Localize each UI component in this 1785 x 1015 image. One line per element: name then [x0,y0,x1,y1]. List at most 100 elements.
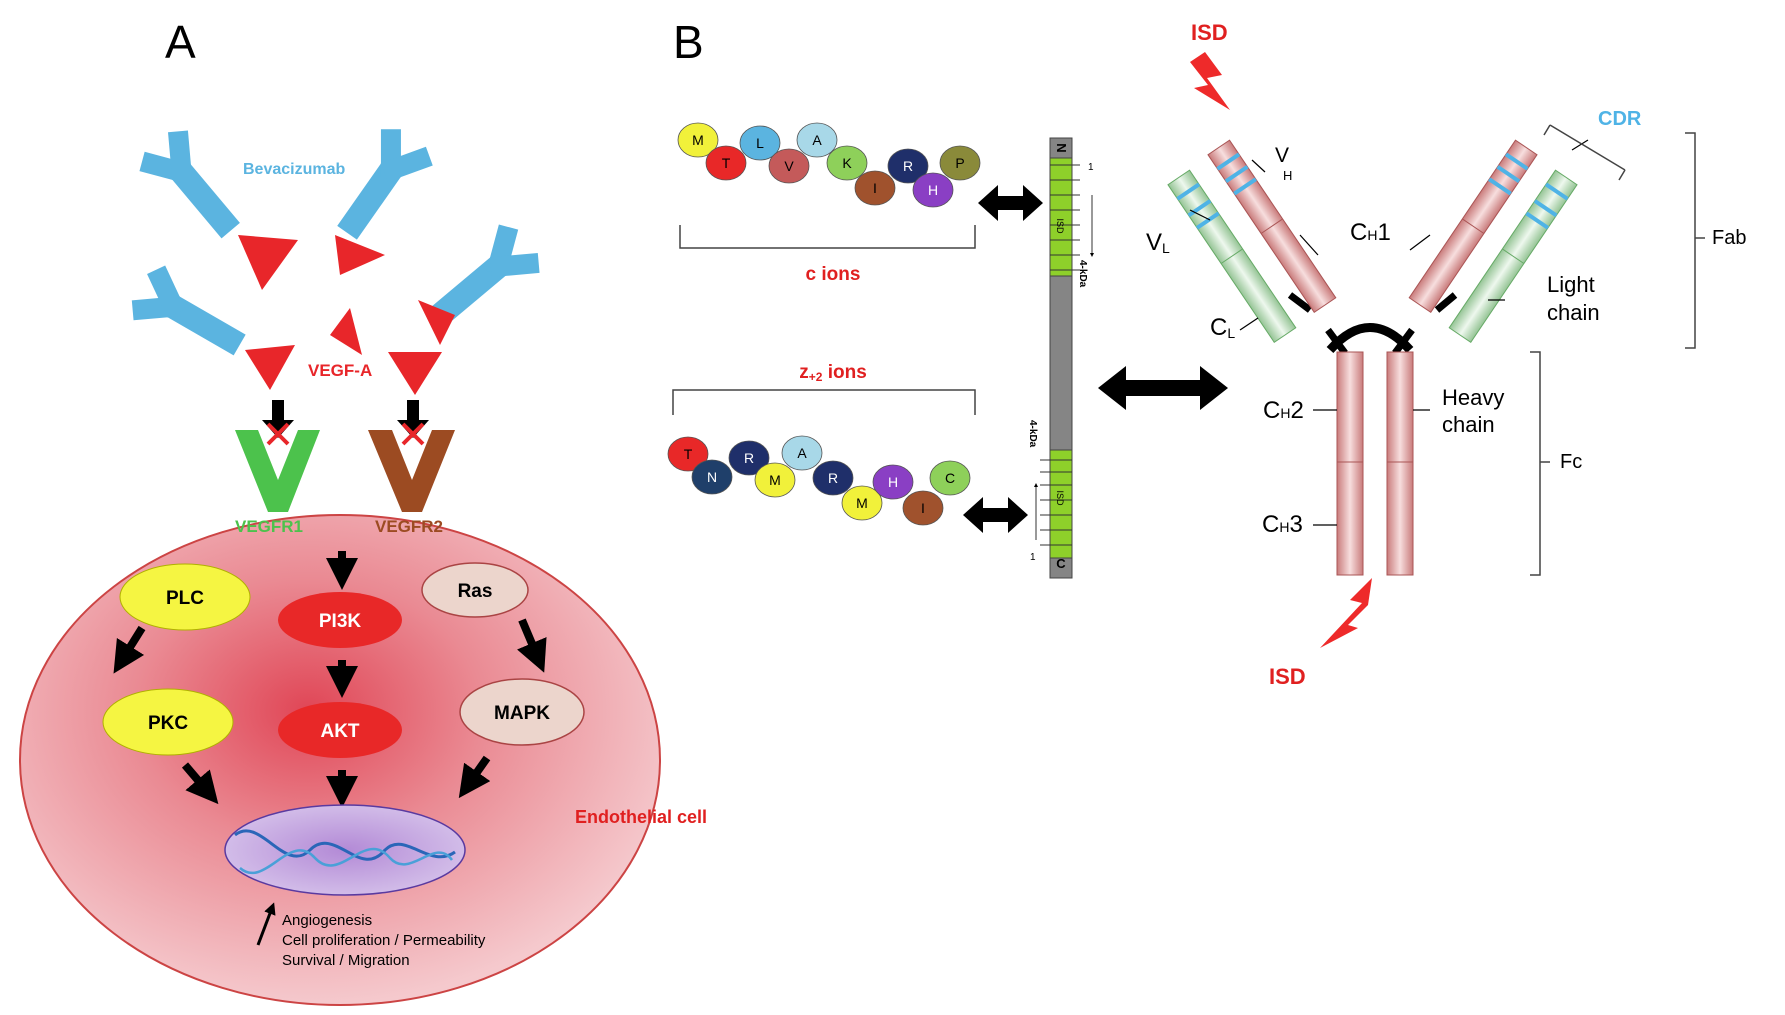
ligand-arrows [262,400,429,438]
cdr-label: CDR [1598,108,1642,130]
strip-one-top: 1 [1088,162,1094,173]
z-ion-residue: N [691,459,733,495]
node-pi3k: PI3K [278,592,402,648]
strip-kda-top: 4-kDa [1077,260,1088,288]
node-ras-label: Ras [458,581,493,602]
z-ion-residue: A [781,435,823,471]
node-mapk-label: MAPK [494,703,550,724]
vl-label: VL [1146,229,1170,256]
heavy-chain-fc-right [1386,351,1414,576]
z-ion-residue: H [872,464,914,500]
fab-bracket [1685,132,1705,349]
z-ion-residue: T [667,436,709,472]
z-ion-residue: C [929,460,971,496]
light-chain-label-1: Light [1547,272,1595,297]
strip-n-term: N [1054,143,1069,152]
ch3-label: CH3 [1262,511,1303,538]
fc-bracket [1530,351,1550,576]
c-ion-residue: V [768,148,810,184]
node-pkc-label: PKC [148,713,188,734]
vegfr1-receptor [235,430,320,512]
c-ion-residue: P [939,145,981,181]
z-ion-residue: M [754,462,796,498]
c-ion-residue-letter: A [812,132,822,148]
c-ion-residue: L [739,125,781,161]
z-ions-label: z+2 ions [799,362,867,384]
c-ion-residue-letter: T [722,155,731,171]
endothelial-cell [19,514,661,1006]
pathway-arrows [113,551,547,808]
c-ion-residue-letter: L [756,135,764,151]
strip-one-bottom: 1 [1030,552,1036,563]
isd-bottom-label: ISD [1269,664,1306,689]
node-akt-label: AKT [320,721,359,742]
z-ion-residue-letter: M [856,495,868,511]
heavy-chain-label-1: Heavy [1442,385,1504,410]
isd-bolt-top [1190,52,1230,110]
c-ion-residue-letter: M [692,132,704,148]
z-ion-residue: R [728,440,770,476]
node-pkc: PKC [102,688,234,756]
c-ion-residue-letter: H [928,182,938,198]
strip-isd-top: ISD [1055,218,1065,234]
fc-label: Fc [1560,451,1582,473]
node-plc: PLC [119,563,251,631]
node-plc-label: PLC [166,588,204,609]
strip-kda-bottom: 4-kDa [1027,420,1038,448]
c-ion-residue: A [796,122,838,158]
z-ion-residue-letter: M [769,472,781,488]
z-ion-residue: M [841,485,883,521]
c-ion-residue-letter: V [784,158,794,174]
node-ras: Ras [421,562,529,618]
c-ion-residue: R [887,148,929,184]
z-ions-bracket [672,389,976,415]
c-ions-label: c ions [806,264,861,285]
ch2-label: CH2 [1263,397,1304,424]
z-ion-residue-letter: R [828,470,838,486]
cell-label: Endothelial cell [575,807,707,827]
dna-helix [234,829,456,861]
bevacizumab-antibodies [131,129,540,356]
strip-isd-bottom: ISD [1055,490,1065,506]
heavy-chain-fc-left [1336,351,1364,576]
c-ion-residue: H [912,172,954,208]
c-ion-residue-letter: K [842,155,852,171]
ch1-label: CH1 [1350,219,1391,246]
vegf-a-triangles [238,235,455,395]
node-mapk: MAPK [459,678,585,746]
c-ion-residue: K [826,145,868,181]
bevacizumab-label: Bevacizumab [243,161,345,178]
z-ion-residue: I [902,490,944,526]
block-x-marks [266,422,425,446]
isd-bolt-bottom [1320,578,1372,648]
node-pi3k-label: PI3K [319,611,362,632]
vegf-a-label: VEGF-A [308,361,372,380]
double-arrows [963,185,1228,533]
c-ion-residue-letter: I [873,180,877,196]
z-ion-residue-letter: R [744,450,754,466]
z-ion-residue-letter: I [921,500,925,516]
outcome-arrow [256,902,276,946]
panel-a-label: A [165,16,196,68]
c-ion-residue: T [705,145,747,181]
z-ion-residue: R [812,460,854,496]
c-ion-residue-letter: P [955,155,964,171]
vegfr2-receptor [368,430,455,512]
outcome-1: Angiogenesis [282,912,372,929]
sequence-strip: N C ISD ISD 4-kDa 4-kDa 1 1 [1027,137,1094,579]
z-ion-residue-letter: T [684,446,693,462]
node-akt: AKT [278,702,402,758]
heavy-chain-label-2: chain [1442,412,1495,437]
c-ion-residue-letter: R [903,158,913,174]
fab-label: Fab [1712,227,1746,249]
c-ions-bracket [679,225,976,249]
cdr-bracket [1549,124,1626,171]
c-ion-residues: M T L V A K I RH P [677,122,981,208]
vegfr1-label: VEGFR1 [235,517,303,536]
strip-c-term: C [1056,556,1066,571]
panel-b-label: B [673,16,704,68]
